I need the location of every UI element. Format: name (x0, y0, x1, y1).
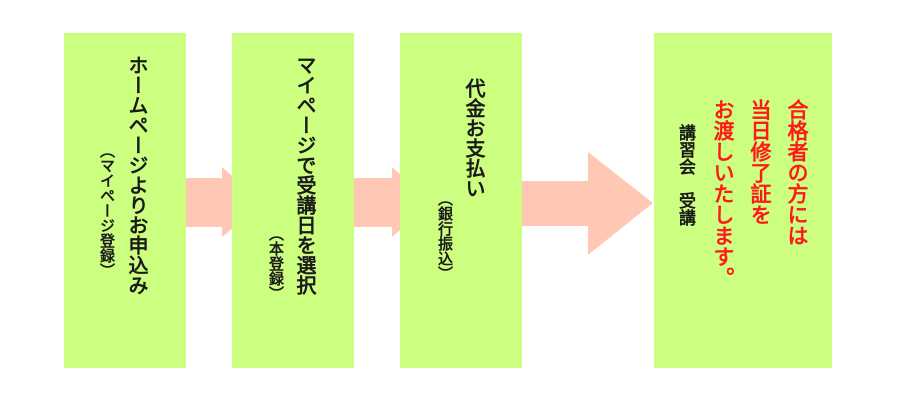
certificate-line-1: 合格者の方には (785, 99, 809, 246)
step-1-note: （マイページ登録） (98, 143, 116, 278)
step-2-title: マイページで受講日を選択 (293, 55, 317, 295)
step-4-box: 合格者の方には 当日修了証を お渡しいたします。 講習会 受講 (654, 33, 832, 368)
step-2-box: マイページで受講日を選択 （本登録） (232, 33, 354, 368)
certificate-line-2: 当日修了証を (748, 99, 772, 225)
step-3-box: 代金お支払い （銀行振込） (400, 33, 522, 368)
step-2-note: （本登録） (267, 226, 285, 301)
step-3-title: 代金お支払い (462, 78, 486, 198)
step-1-box: ホームページよりお申込み （マイページ登録） (64, 33, 186, 368)
step-1-title: ホームページよりお申込み (125, 55, 149, 295)
arrow-3-to-4 (521, 152, 653, 255)
certificate-line-3: お渡しいたします。 (711, 99, 735, 288)
step-3-note: （銀行振込） (436, 191, 454, 281)
course-attendance: 講習会 受講 (675, 124, 695, 226)
